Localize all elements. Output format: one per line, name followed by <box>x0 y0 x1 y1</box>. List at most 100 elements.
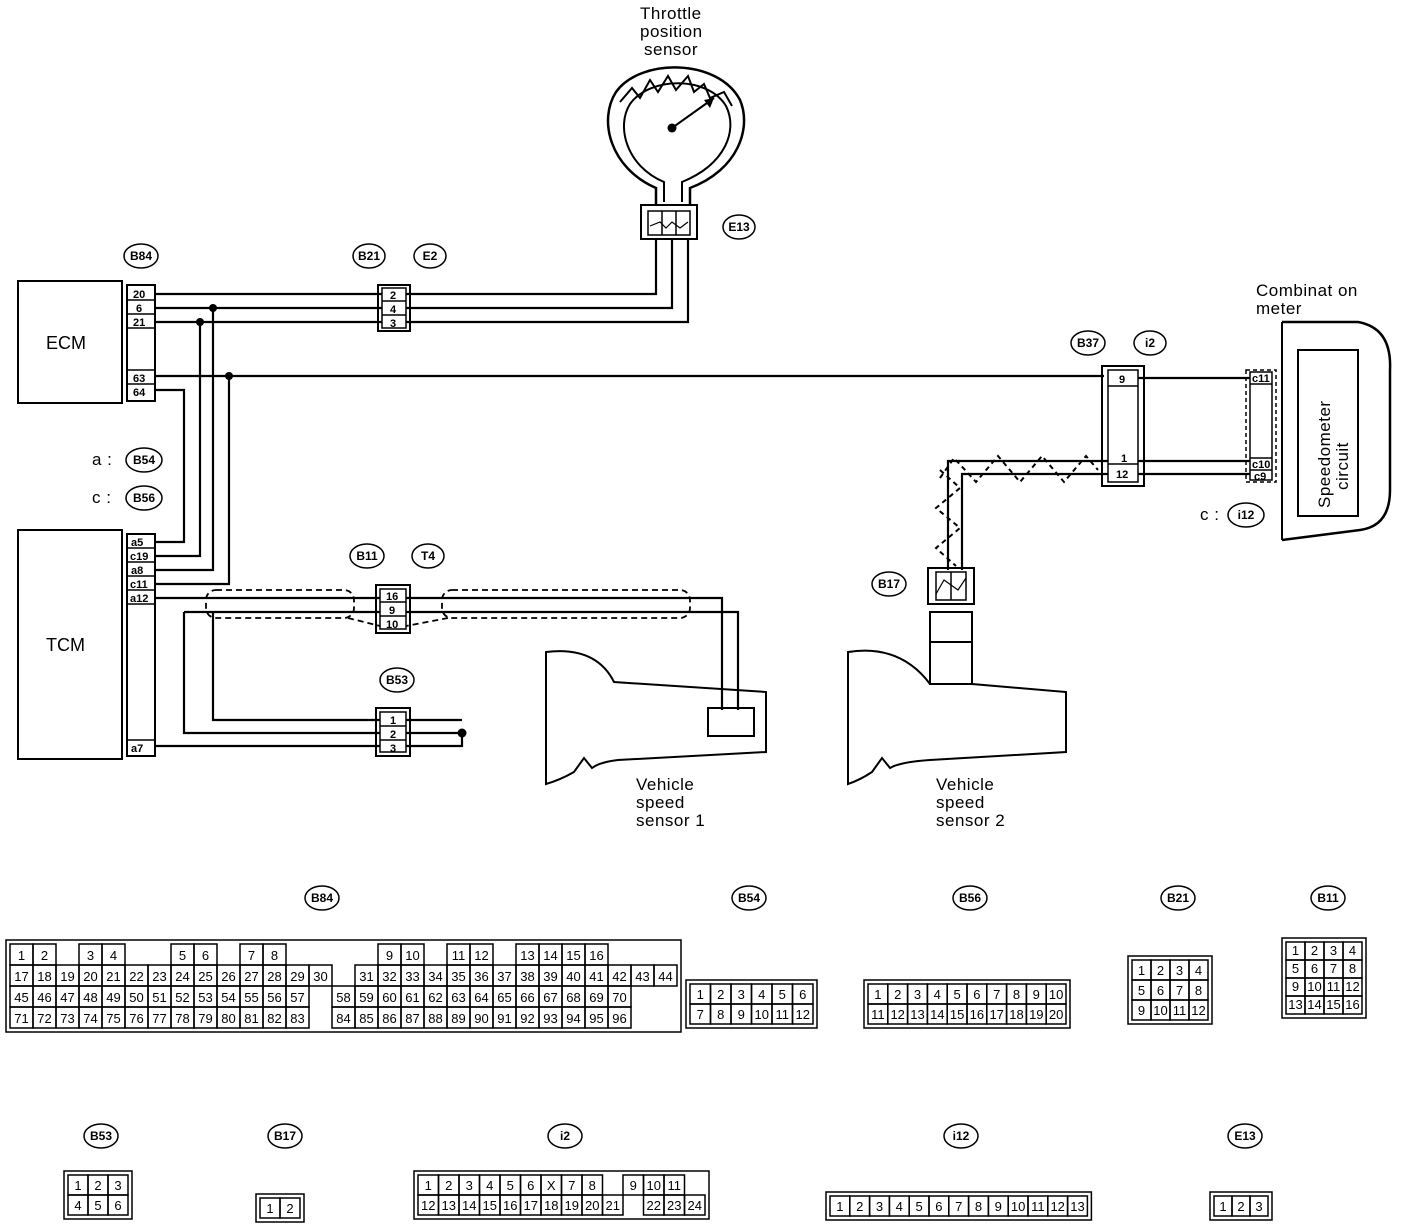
svg-text:i2: i2 <box>1145 336 1155 350</box>
svg-text:B11: B11 <box>356 549 378 563</box>
tag-e2: E2 <box>413 243 447 269</box>
connector-view-tag-oval <box>83 1123 119 1149</box>
connector-pin-number: 9 <box>386 948 393 963</box>
connector-pin-number: 91 <box>497 1011 511 1026</box>
meter-pin: c11 <box>1252 373 1270 385</box>
connector-pin-number: 95 <box>589 1011 603 1026</box>
tcm-pin-label: c11 <box>130 579 148 591</box>
connector-view-tag-oval <box>1310 885 1346 911</box>
connector-pin-number: 51 <box>152 990 166 1005</box>
connector-pin-number: 11 <box>871 1007 885 1022</box>
tag-b17: B17 <box>871 571 907 597</box>
connector-view-tag: B21 <box>1167 891 1189 905</box>
connector-pin-number: 7 <box>1176 983 1183 998</box>
connector-b37-i2: 9 1 12 <box>1101 365 1145 487</box>
connector-pin-number: 8 <box>717 1007 724 1022</box>
connector-pin-number: 94 <box>566 1011 580 1026</box>
connector-pin-number: 6 <box>935 1199 942 1214</box>
connector-pin-number: 15 <box>483 1198 497 1213</box>
connector-pin-number: 3 <box>87 948 94 963</box>
connector-pin-number: 2 <box>1237 1199 1244 1214</box>
connector-view-tag-oval <box>731 885 767 911</box>
connector-pin-number: 17 <box>524 1198 538 1213</box>
connector-pin-number: 78 <box>175 1011 189 1026</box>
i2-pin: 1 <box>1121 453 1127 465</box>
connector-pin-cell <box>601 1194 624 1216</box>
connector-pin-number: 41 <box>589 969 603 984</box>
connector-pin-number: 50 <box>129 990 143 1005</box>
connector-pin-number: 55 <box>244 990 258 1005</box>
connector-pin-number: 79 <box>198 1011 212 1026</box>
connector-pin-number: 8 <box>271 948 278 963</box>
connector-pin-number: 1 <box>425 1178 432 1193</box>
legend-a: a : B54 <box>92 447 163 473</box>
tag-b21: B21 <box>352 243 386 269</box>
b11-pin: 10 <box>386 619 398 631</box>
ecm-pin-label: 63 <box>133 373 145 385</box>
connector-pin-number: 8 <box>1013 987 1020 1002</box>
connector-pin-number: 4 <box>896 1199 903 1214</box>
connector-pin-number: 37 <box>497 969 511 984</box>
svg-text:B17: B17 <box>878 577 900 591</box>
connector-pin-number: 4 <box>110 948 117 963</box>
tcm-pin-label: c19 <box>130 551 148 563</box>
connector-pin-number: 18 <box>544 1198 558 1213</box>
connector-pin-number: 24 <box>175 969 189 984</box>
connector-pin-number: 5 <box>915 1199 922 1214</box>
connector-pin-number: 69 <box>589 990 603 1005</box>
connector-pin-number: 30 <box>313 969 327 984</box>
connector-pin-number: 1 <box>1292 943 1299 958</box>
connector-pin-number: 11 <box>452 948 466 963</box>
connector-pin-number: 1 <box>74 1178 81 1193</box>
connector-pin-number: 70 <box>612 990 626 1005</box>
vss1-label-line2: speed <box>636 793 685 812</box>
connector-pin-number: 76 <box>129 1011 143 1026</box>
connector-pin-number: 29 <box>290 969 304 984</box>
connector-pin-number: 22 <box>647 1198 661 1213</box>
connector-pin-number: 60 <box>382 990 396 1005</box>
shield-braids <box>205 589 691 627</box>
connector-pin-number: 87 <box>405 1011 419 1026</box>
connector-pin-number: 28 <box>267 969 281 984</box>
connector-pin-number: 14 <box>462 1198 476 1213</box>
connector-pin-number: 73 <box>60 1011 74 1026</box>
connector-pin-number: 8 <box>975 1199 982 1214</box>
connector-pin-number: 10 <box>1153 1003 1167 1018</box>
meter-wires <box>1138 376 1250 476</box>
svg-text:c :: c : <box>1200 505 1219 524</box>
connector-pin-number: 2 <box>894 987 901 1002</box>
connector-view-body <box>5 939 682 1033</box>
connector-pin-number: 21 <box>606 1198 620 1213</box>
connector-pin-number: 14 <box>930 1007 944 1022</box>
connector-pin-number: 17 <box>14 969 28 984</box>
connector-view-tag-oval <box>943 1123 979 1149</box>
connector-view-tag: E13 <box>1234 1129 1256 1143</box>
meter-label-line2: meter <box>1256 299 1302 318</box>
svg-text:c :: c : <box>92 488 111 507</box>
svg-text:E2: E2 <box>423 249 438 263</box>
connector-pin-number: 24 <box>688 1198 702 1213</box>
connector-pin-number: 14 <box>1307 997 1321 1012</box>
connector-pin-number: 3 <box>738 987 745 1002</box>
connector-pin-number: 6 <box>114 1198 121 1213</box>
connector-pin-number: 12 <box>1345 979 1359 994</box>
vss2-label-line1: Vehicle <box>936 775 994 794</box>
ecm-pin-label: 20 <box>133 289 145 301</box>
connector-pin-number: 1 <box>1138 963 1145 978</box>
connector-pin-number: 1 <box>697 987 704 1002</box>
connector-pin-cell <box>791 1003 814 1025</box>
connector-pin-number: 33 <box>405 969 419 984</box>
svg-text:E13: E13 <box>728 220 750 234</box>
tcm-connector: a5 c19 a8 c11 a12 a7 <box>126 533 156 757</box>
connector-pin-number: 8 <box>589 1178 596 1193</box>
speedometer-label-line1: Speedometer <box>1315 400 1334 508</box>
connector-pin-number: 96 <box>612 1011 626 1026</box>
connector-pin-number: 11 <box>776 1007 790 1022</box>
connector-pin-number: 93 <box>543 1011 557 1026</box>
connector-view-tag-oval <box>547 1123 583 1149</box>
connector-pin-number: 49 <box>106 990 120 1005</box>
connector-pin-number: 44 <box>658 969 672 984</box>
